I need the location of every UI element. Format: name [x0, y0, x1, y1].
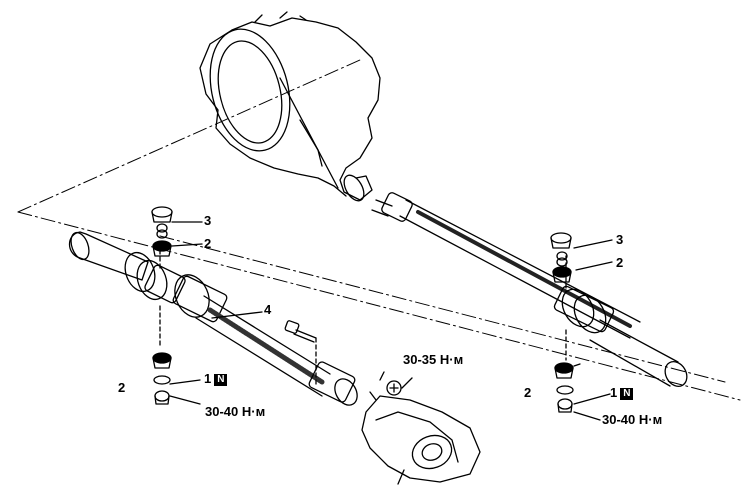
label-right-upper-bushing: 2	[616, 255, 624, 270]
left-nut-number: 1	[204, 371, 212, 386]
label-flange-torque: 30-35 Н·м	[403, 352, 464, 367]
label-right-torque: 30-40 Н·м	[602, 412, 663, 427]
transmission-housing	[199, 11, 381, 202]
alignment-lines	[17, 59, 741, 401]
label-left-lower-bushing: 2	[118, 380, 126, 395]
left-driveshaft	[68, 231, 358, 406]
label-right-lower-bushing: 2	[524, 385, 532, 400]
left-nut-badge: N	[214, 374, 228, 386]
flange-bolt	[284, 320, 317, 385]
label-left-torque: 30-40 Н·м	[205, 404, 266, 419]
right-driveshaft	[371, 192, 688, 387]
label-left-cap: 3	[204, 213, 212, 228]
label-shaft: 4	[264, 302, 272, 317]
right-nut-badge: N	[620, 388, 634, 400]
differential-housing	[361, 371, 481, 485]
label-right-cap: 3	[616, 232, 624, 247]
left-mount-hardware	[151, 206, 263, 405]
right-nut-number: 1	[610, 385, 618, 400]
label-left-upper-bushing: 2	[204, 236, 212, 251]
right-mount-hardware	[550, 232, 613, 421]
